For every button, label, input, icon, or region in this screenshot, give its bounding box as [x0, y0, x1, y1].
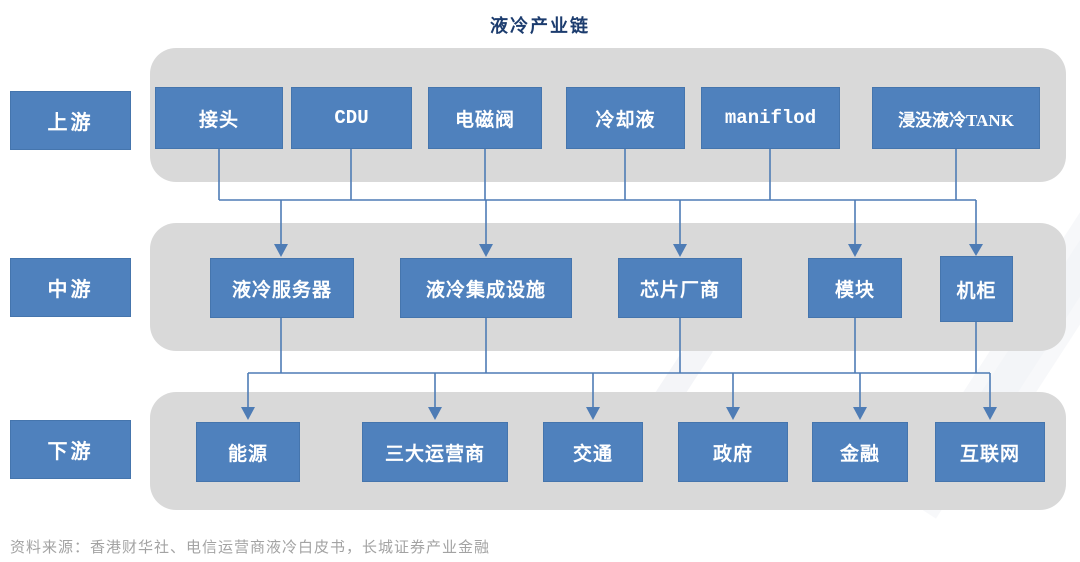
node-telecom-operators: 三大运营商: [362, 422, 508, 482]
node-manifold: maniflod: [701, 87, 840, 149]
node-liquid-cooling-integration: 液冷集成设施: [400, 258, 572, 318]
node-cabinet: 机柜: [940, 256, 1013, 322]
node-energy: 能源: [196, 422, 300, 482]
node-chip-manufacturer: 芯片厂商: [618, 258, 742, 318]
node-coolant: 冷却液: [566, 87, 685, 149]
source-note: 资料来源：香港财华社、电信运营商液冷白皮书，长城证券产业金融: [10, 540, 491, 556]
node-liquid-cooled-server: 液冷服务器: [210, 258, 354, 318]
node-finance: 金融: [812, 422, 908, 482]
node-solenoid-valve: 电磁阀: [428, 87, 542, 149]
node-cdu: CDU: [291, 87, 412, 149]
node-module: 模块: [808, 258, 902, 318]
row-label-midstream: 中游: [10, 258, 131, 317]
row-label-upstream: 上游: [10, 91, 131, 150]
node-transportation: 交通: [543, 422, 643, 482]
node-internet: 互联网: [935, 422, 1045, 482]
node-immersion-cooling-tank: 浸没液冷TANK: [872, 87, 1040, 149]
node-government: 政府: [678, 422, 788, 482]
node-connector-joint: 接头: [155, 87, 283, 149]
row-label-downstream: 下游: [10, 420, 131, 479]
diagram-title: 液冷产业链: [490, 16, 590, 36]
